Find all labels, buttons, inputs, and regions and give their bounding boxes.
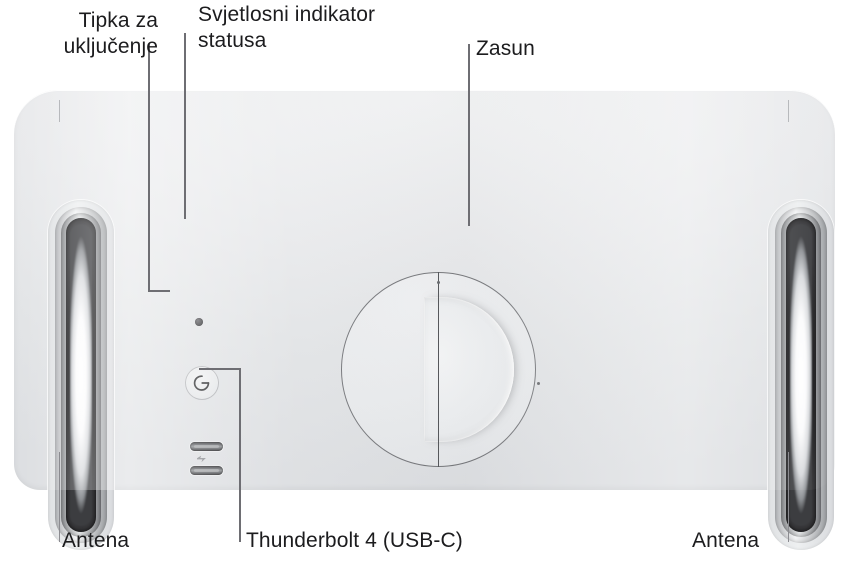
thunderbolt-port-top bbox=[190, 442, 223, 451]
callout-label-antenna-right: Antena bbox=[692, 529, 760, 552]
leader-line-antenna-right-top-tick bbox=[788, 100, 789, 122]
leader-line-thunderbolt-horizontal bbox=[199, 368, 241, 370]
callout-label-status-indicator: Svjetlosni indikator statusa bbox=[198, 3, 376, 52]
leader-line-power-button-horizontal bbox=[148, 290, 170, 292]
leader-line-power-button-vertical bbox=[148, 44, 150, 292]
power-icon bbox=[193, 375, 210, 391]
callout-label-power-button: Tipka za uključenje bbox=[63, 9, 158, 58]
leader-line-thunderbolt-vertical bbox=[239, 368, 241, 542]
callout-label-thunderbolt: Thunderbolt 4 (USB-C) bbox=[246, 529, 463, 552]
status-indicator-light bbox=[195, 318, 203, 326]
callout-label-antenna-left: Antena bbox=[62, 529, 130, 552]
leader-line-antenna-left bbox=[59, 452, 60, 542]
thunderbolt-port-bottom bbox=[190, 466, 223, 475]
latch-dot-top bbox=[437, 281, 440, 284]
antenna-core bbox=[790, 224, 812, 526]
thunderbolt-icon bbox=[196, 455, 207, 463]
leader-line-status-indicator bbox=[184, 33, 186, 219]
power-button[interactable] bbox=[185, 366, 219, 400]
leader-line-latch bbox=[468, 44, 470, 226]
latch-dot-right bbox=[537, 382, 540, 385]
antenna-left bbox=[48, 200, 114, 550]
latch-divider bbox=[438, 272, 439, 467]
callout-label-latch: Zasun bbox=[476, 37, 535, 60]
latch[interactable] bbox=[341, 272, 540, 467]
leader-line-antenna-right bbox=[788, 452, 789, 542]
leader-line-antenna-left-top-tick bbox=[59, 100, 60, 122]
mac-pro-body bbox=[14, 90, 835, 550]
antenna-core bbox=[70, 224, 92, 526]
antenna-right bbox=[768, 200, 834, 550]
